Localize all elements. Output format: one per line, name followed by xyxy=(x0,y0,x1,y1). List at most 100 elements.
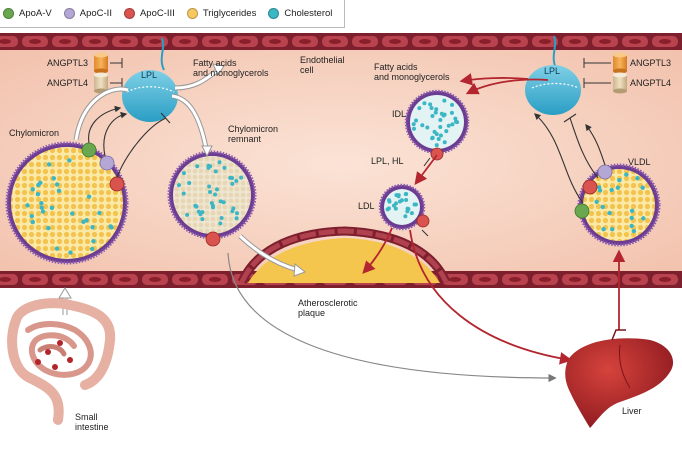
lpl-left-label: LPL xyxy=(141,70,158,80)
cholesterol-dot xyxy=(222,165,227,170)
cell-nucleus xyxy=(509,39,521,44)
cholesterol-dot xyxy=(617,178,622,183)
cholesterol-dot xyxy=(218,221,223,226)
cell-nucleus xyxy=(149,277,161,282)
red-arrows xyxy=(362,73,626,365)
cholesterol-dot xyxy=(217,160,222,165)
cell-nucleus xyxy=(149,39,161,44)
cholesterol-dot xyxy=(442,112,447,117)
left-regulation-arrows xyxy=(88,105,171,178)
cholesterol-dot xyxy=(425,125,430,130)
ldl-particle xyxy=(378,183,430,231)
cell-nucleus xyxy=(239,39,251,44)
cell-nucleus xyxy=(59,277,71,282)
legend-swatch xyxy=(123,8,135,19)
cholesterol-dot xyxy=(40,209,46,214)
cholesterol-dot xyxy=(89,246,95,252)
vldl-label: VLDL xyxy=(628,157,651,167)
angptl4-right-label: ANGPTL4 xyxy=(630,78,672,88)
cell-nucleus xyxy=(89,39,101,44)
legend-label: Cholesterol xyxy=(284,8,333,19)
cholesterol-dot xyxy=(442,98,447,103)
cell-nucleus xyxy=(329,39,341,44)
cholesterol-dot xyxy=(109,225,114,230)
angptl3-right-icon xyxy=(613,52,627,74)
cholesterol-dot xyxy=(67,158,72,163)
cholesterol-dot xyxy=(412,202,417,207)
cholesterol-dot xyxy=(406,206,411,211)
lpl-right-label: LPL xyxy=(544,66,561,76)
cholesterol-dot xyxy=(214,187,219,192)
cholesterol-dot xyxy=(393,206,398,211)
cholesterol-dot xyxy=(449,110,454,115)
cell-nucleus xyxy=(0,39,11,44)
cholesterol-dot xyxy=(433,110,438,115)
fatty-acids-right-label: Fatty acids and monoglycerols xyxy=(374,62,450,82)
cholesterol-dot xyxy=(90,225,95,230)
cholesterol-dot xyxy=(403,214,408,219)
cholesterol-dot xyxy=(430,135,435,140)
cholesterol-dot xyxy=(429,106,434,111)
cholesterol-dot xyxy=(444,129,449,134)
chylomicron-label: Chylomicron xyxy=(9,128,60,138)
cholesterol-dot xyxy=(403,192,408,197)
endothelial-cell-label: Endothelial cell xyxy=(300,55,345,75)
cell-nucleus xyxy=(629,277,641,282)
cell-nucleus xyxy=(599,277,611,282)
cholesterol-dot xyxy=(455,120,460,125)
inhibition-lines xyxy=(110,58,611,88)
cholesterol-dot xyxy=(434,143,439,148)
cholesterol-dot xyxy=(213,169,218,174)
cholesterol-dot xyxy=(610,227,615,232)
cholesterol-dot xyxy=(434,107,439,112)
cholesterol-dot xyxy=(39,201,44,206)
cholesterol-dot xyxy=(70,211,75,216)
cell-nucleus xyxy=(659,39,671,44)
cell-nucleus xyxy=(59,39,71,44)
legend-label: ApoA-V xyxy=(19,8,52,19)
cell-nucleus xyxy=(179,277,191,282)
cell-nucleus xyxy=(569,39,581,44)
cholesterol-dot xyxy=(35,191,41,197)
legend-swatch xyxy=(268,8,280,19)
cell-nucleus xyxy=(179,39,191,44)
cholesterol-dot xyxy=(609,187,614,193)
cholesterol-dot xyxy=(386,206,391,211)
lpl-right xyxy=(525,35,581,115)
angptl4-right-icon xyxy=(613,72,627,94)
cholesterol-dot xyxy=(54,246,60,251)
cholesterol-dot xyxy=(177,183,182,188)
cholesterol-dot xyxy=(453,116,458,121)
cell-nucleus xyxy=(479,277,491,282)
angptl3-left-icon xyxy=(94,52,108,74)
cell-nucleus xyxy=(479,39,491,44)
cholesterol-dot xyxy=(600,204,605,210)
cholesterol-dot xyxy=(187,181,192,186)
cell-nucleus xyxy=(419,39,431,44)
cholesterol-dot xyxy=(234,216,239,221)
cholesterol-dot xyxy=(206,163,211,168)
idl-particle xyxy=(404,89,470,161)
small-intestine-icon xyxy=(7,298,116,425)
cholesterol-dot xyxy=(56,188,62,193)
angptl3-left-label: ANGPTL3 xyxy=(47,58,89,68)
lpl-hl-arrow xyxy=(421,157,431,237)
cell-nucleus xyxy=(29,39,41,44)
cholesterol-dot xyxy=(38,180,43,186)
cell-nucleus xyxy=(0,277,11,282)
cholesterol-dot xyxy=(396,193,401,198)
fatty-acids-left-label: Fatty acids and monoglycerols xyxy=(193,58,269,78)
cholesterol-dot xyxy=(221,200,226,205)
angptl3-right-label: ANGPTL3 xyxy=(630,58,672,68)
cholesterol-dot xyxy=(387,199,392,204)
cholesterol-dot xyxy=(422,101,427,106)
cholesterol-dot xyxy=(208,190,213,195)
cholesterol-dot xyxy=(624,172,629,177)
legend-label: ApoC-III xyxy=(139,8,175,19)
cholesterol-dot xyxy=(409,211,414,216)
cholesterol-dot xyxy=(68,250,73,255)
cholesterol-dot xyxy=(29,213,34,219)
cholesterol-dot xyxy=(597,188,603,193)
